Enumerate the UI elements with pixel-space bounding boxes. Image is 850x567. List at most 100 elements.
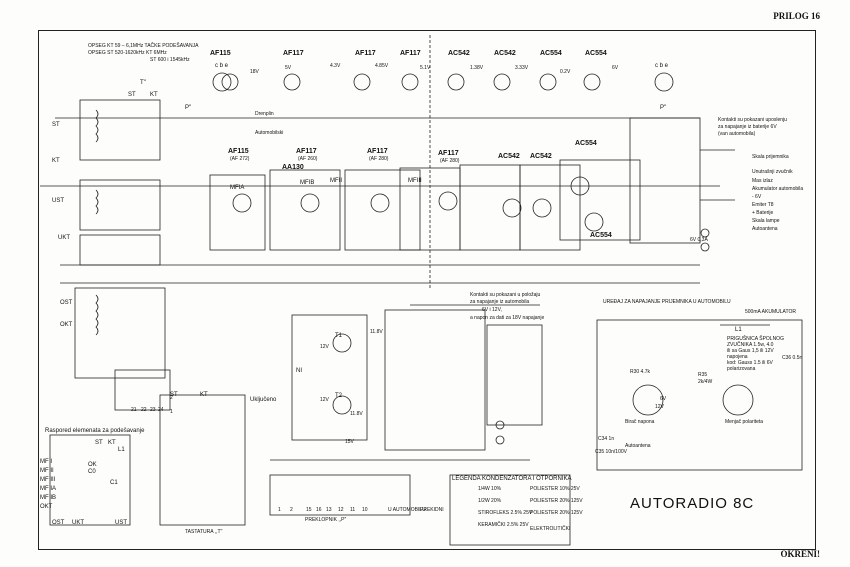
- legend-item: POLIESTER 20% 125V: [530, 510, 583, 516]
- antenna-label: Automobilski: [255, 130, 284, 136]
- top-transistor-symbol: [447, 73, 465, 91]
- car-unit-note: polarizovana: [727, 366, 756, 372]
- layout-label: KT: [108, 440, 116, 446]
- tastatura-num: 24: [158, 407, 164, 413]
- layout-label: OK: [88, 462, 97, 468]
- antenna-label: Drenplin: [255, 111, 274, 117]
- stage-sublabel: (AF 260): [298, 156, 318, 162]
- layout-label: C0: [88, 469, 96, 475]
- voltage: 1.38V: [470, 65, 484, 71]
- voltage: 5V: [285, 65, 292, 71]
- connector-note-line: (van automobila): [718, 131, 756, 137]
- stage-label: AC554: [575, 140, 597, 147]
- legend-item: STIROFLEKS 2.5% 25V: [478, 510, 533, 516]
- band-side-label: UKT: [58, 235, 70, 241]
- voltage: 0.2V: [560, 69, 571, 75]
- connector-note-line: za napajanje iz baterije 6V: [718, 124, 777, 130]
- car-unit-resistor: R30 4.7k: [630, 369, 651, 375]
- layout-label: OST: [52, 520, 65, 526]
- stage-sublabel: (AF 280): [369, 156, 389, 162]
- band-side-label: UST: [52, 198, 64, 204]
- connector-item: + Baterije: [752, 210, 774, 216]
- top-transistor-label: AC542: [448, 50, 470, 57]
- connector-item: Emiter T8: [752, 202, 774, 208]
- legend-item: POLIESTER 20% 125V: [530, 498, 583, 504]
- car-unit-volt: 6V: [660, 396, 667, 402]
- psu-transistor-label: T1: [335, 333, 343, 339]
- layout-label: MF IB: [40, 495, 56, 501]
- top-transistor-symbol: [493, 73, 511, 91]
- preklopnik-num: 11: [350, 507, 356, 513]
- layout-label: MF II: [40, 468, 54, 474]
- drawing-frame: [38, 30, 816, 550]
- top-transistor-symbol: [221, 73, 239, 91]
- psu-voltage: 11.8V: [350, 411, 363, 417]
- legend-item: POLIESTER 10% 25V: [530, 486, 580, 492]
- car-unit-note: ili sa Gaus 1,5 ili 12V: [727, 348, 774, 354]
- top-transistor-symbol: [283, 73, 301, 91]
- diagram-title: AUTORADIO 8C: [630, 495, 755, 512]
- pinout-symbol: [212, 72, 232, 92]
- legend-title: LEGENDA KONDENZATORA I OTPORNIKA: [452, 476, 572, 482]
- preklopnik-num: 15: [306, 507, 312, 513]
- legend-item: KERAMIČKI 2.5% 25V: [478, 522, 529, 528]
- connector-note-line: Kontakti su pokazani uposlenju: [718, 117, 787, 123]
- switch-label-kt: KT: [150, 92, 158, 98]
- layout-title: Raspored elemenata za podešavanje: [45, 428, 145, 434]
- turn-page-label: OKRENI!: [780, 549, 820, 559]
- top-transistor-label: AF117: [400, 50, 421, 57]
- psu-transistor-label: T2: [335, 393, 343, 399]
- car-unit-note: kod: Gauss 1.5 ili 6V: [727, 360, 773, 366]
- layout-label: OKT: [40, 504, 53, 510]
- preklopnik-num: 13: [326, 507, 332, 513]
- psu-voltage: 11.8V: [370, 329, 383, 335]
- preklopnik-num: 12: [338, 507, 344, 513]
- transformer-label: MFII: [330, 178, 342, 184]
- pinout-symbol: [654, 72, 674, 92]
- band-table-row: ST 600 i 1545kHz: [150, 57, 190, 63]
- band-table-row: OPSEG ST 520-1620kHz KT 6MHz: [88, 50, 167, 56]
- psu-voltage: 12V: [320, 397, 329, 403]
- car-unit-cap: C34 1n: [598, 436, 615, 442]
- top-transistor-symbol: [353, 73, 371, 91]
- layout-label: L1: [118, 447, 125, 453]
- stage-label: AF117: [367, 148, 388, 155]
- transformer-label: MFIA: [230, 185, 245, 191]
- car-unit-cap: C36 0.5n: [782, 355, 803, 361]
- legend-item: 1/2W 20%: [478, 498, 502, 504]
- car-unit-ic-label: Menjač polariteta: [725, 419, 764, 425]
- top-transistor-symbol: [401, 73, 419, 91]
- top-transistor-label: AF117: [355, 50, 376, 57]
- connector-item: - 6V: [752, 194, 762, 200]
- pin-label-left: c b e: [215, 63, 229, 69]
- connector-item: Akumulator automobila: [752, 186, 804, 192]
- legend-item: ELEKTROLITIČKI: [530, 526, 571, 532]
- psu-note-line: 6V i 12V,: [482, 307, 502, 313]
- band-side-label: ST: [52, 122, 60, 128]
- voltage: 3.33V: [515, 65, 529, 71]
- band-side-label: OST: [60, 300, 73, 306]
- voltage: 5.1V: [420, 65, 431, 71]
- connector-item: Skala prijemnika: [752, 154, 789, 160]
- layout-label: C1: [110, 480, 118, 486]
- tastatura-num: 2: [170, 395, 173, 401]
- band-table-row: OPSEG KT 59 – 6,1MHz TAČKE PODEŠAVANJA: [88, 43, 199, 49]
- connector-item: Skala lampe: [752, 218, 780, 224]
- stage-label: AF117: [438, 150, 459, 157]
- car-unit-resistor: 2k/4W: [698, 379, 713, 385]
- voltage: 6V: [612, 65, 619, 71]
- psu-note-line: za napajanje iz automobila: [470, 299, 530, 305]
- tastatura-num: 1: [170, 409, 173, 415]
- tastatura-num: 22: [141, 407, 147, 413]
- voltage: 18V: [250, 69, 259, 75]
- switch-label-st: ST: [128, 92, 136, 98]
- layout-label: UKT: [72, 520, 84, 526]
- psu-note-line: Kontakti su pokazani u položaju: [470, 292, 541, 298]
- psu-mark: Uključeno: [250, 397, 277, 403]
- preklopnik-num: 1: [278, 507, 281, 513]
- switch-caption: PREKLOPNIK ,,P'': [305, 517, 347, 523]
- top-transistor-label: AC554: [585, 50, 607, 57]
- stage-sublabel: (AF 280): [440, 158, 460, 164]
